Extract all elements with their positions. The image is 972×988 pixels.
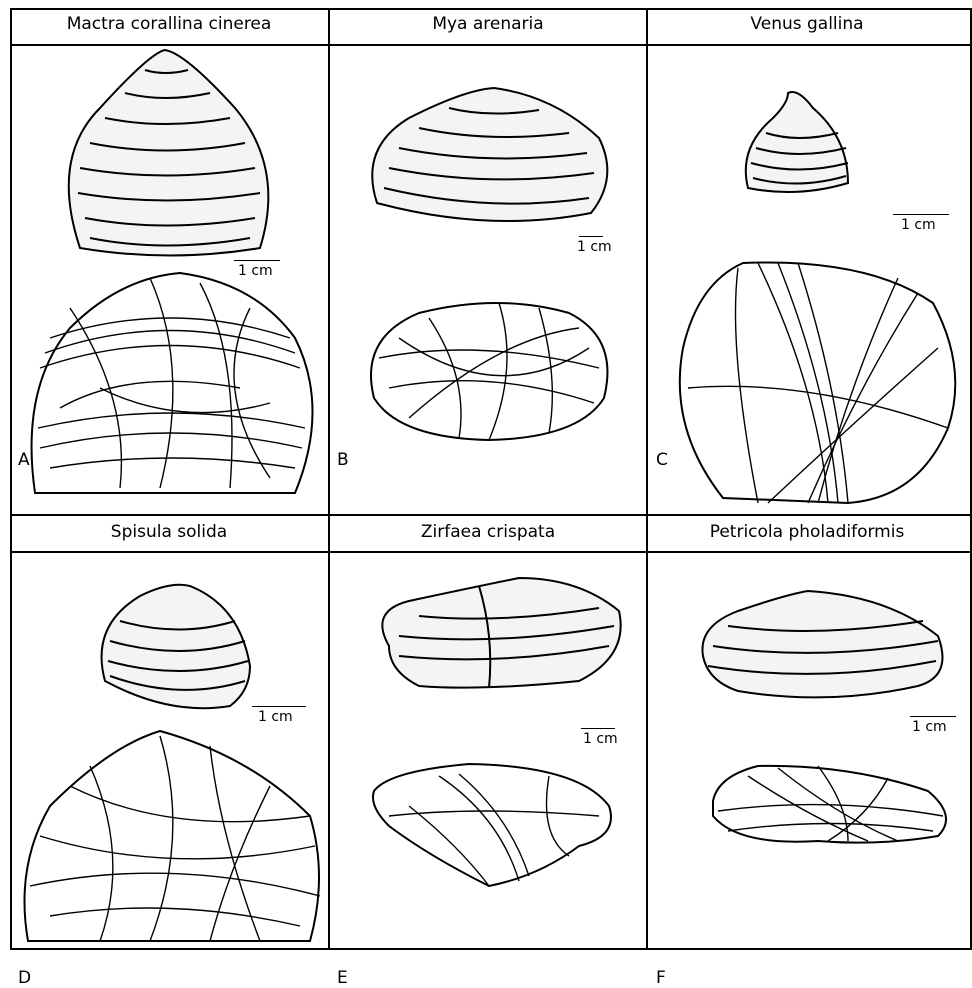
burrow-trace-diagram [329, 8, 647, 508]
panel-b: Mya arenaria 1 cm B [329, 8, 647, 474]
panel-a: Mactra corallina cinerea 1 cm [10, 8, 328, 474]
panel-d: Spisula solida 1 cm D [10, 516, 328, 982]
burrow-trace-diagram [10, 516, 328, 946]
panel-letter: B [337, 450, 349, 470]
panel-f: Petricola pholadiformis 1 cm F [648, 516, 966, 982]
burrow-trace-diagram [329, 516, 647, 946]
panel-letter: D [18, 968, 31, 988]
burrow-trace-diagram [648, 516, 966, 946]
panel-letter: C [656, 450, 668, 470]
figure-plate: Mactra corallina cinerea 1 cm [10, 8, 970, 948]
burrow-trace-diagram [10, 8, 328, 508]
panel-e: Zirfaea crispata 1 cm E [329, 516, 647, 982]
panel-letter: A [18, 450, 30, 470]
burrow-trace-diagram [648, 8, 966, 508]
panel-letter: F [656, 968, 666, 988]
panel-c: Venus gallina 1 cm C [648, 8, 966, 474]
panel-letter: E [337, 968, 348, 988]
